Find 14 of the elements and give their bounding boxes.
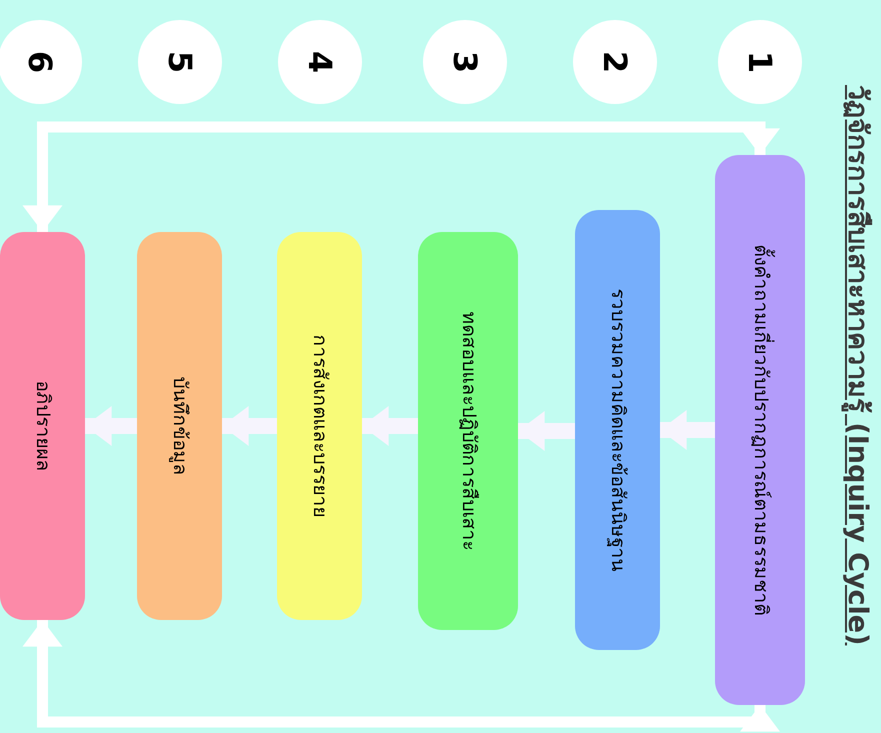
step-box: บันทึกข้อมูล (137, 232, 222, 620)
arrow (518, 411, 575, 451)
step-box: รวบรวมความคิดและข้อสันนิษฐาน (575, 210, 660, 650)
step-box: การสังเกตและบรรยาย (277, 232, 362, 620)
arrow (362, 406, 418, 446)
step-box: อภิปรายผล (0, 232, 85, 620)
arrow (660, 410, 715, 450)
arrow (222, 406, 277, 446)
arrow (85, 406, 137, 446)
arrow (22, 620, 780, 732)
step-box: ทดสอบและปฏิบัติการสืบเสาะ (418, 232, 518, 630)
step-box: ตั้งคำถามเกี่ยวกับปรากฏการณ์ตามธรรมชาติ (715, 155, 805, 705)
title: วัฏจักรการสืบเสาะหาความรู้ (Inquiry Cycle) (840, 85, 874, 646)
arrow (22, 122, 780, 232)
